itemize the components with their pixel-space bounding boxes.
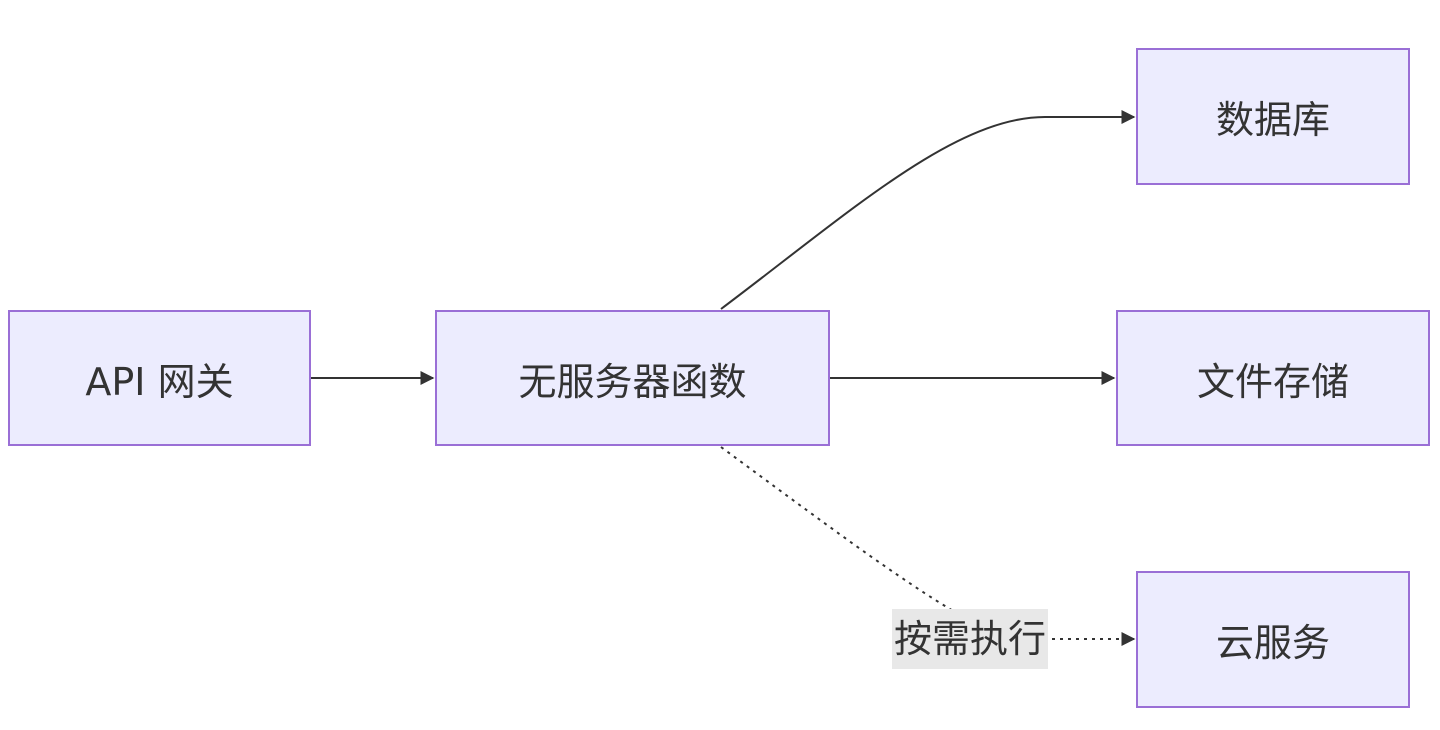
node-api-gateway[interactable]: API 网关 (8, 310, 311, 446)
node-file-storage[interactable]: 文件存储 (1116, 310, 1430, 446)
node-label: 文件存储 (1196, 359, 1349, 404)
node-cloud-service[interactable]: 云服务 (1136, 571, 1410, 708)
node-label: 云服务 (1215, 621, 1330, 665)
node-label: 数据库 (1215, 98, 1330, 142)
node-database[interactable]: 数据库 (1136, 48, 1410, 185)
edge-function-to-database (720, 110, 1136, 310)
node-serverless-function[interactable]: 无服务器函数 (435, 310, 830, 446)
node-label: 无服务器函数 (518, 359, 747, 404)
edge-function-to-cloud-service (720, 446, 1134, 639)
node-label: API 网关 (85, 359, 234, 404)
edge-label-on-demand: 按需执行 (892, 609, 1049, 669)
